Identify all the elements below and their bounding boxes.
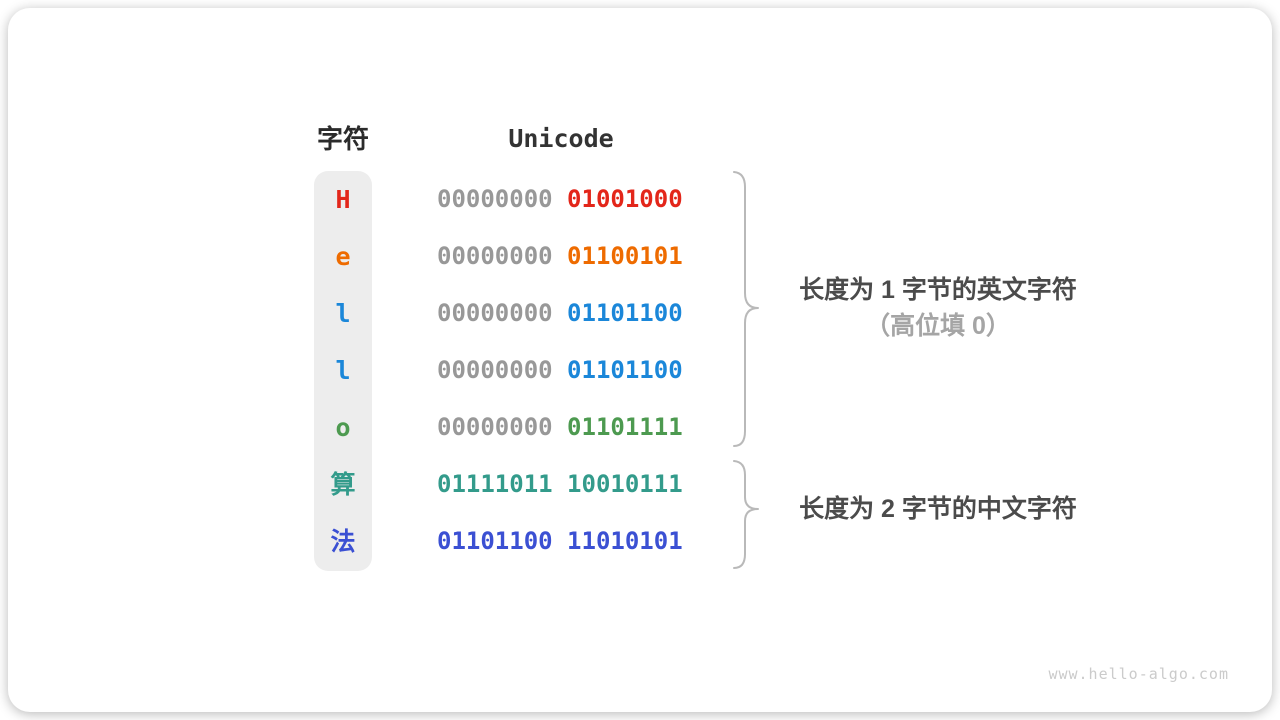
padding-bits: 00000000 <box>437 356 568 384</box>
code-bits: 01101100 <box>567 299 683 327</box>
table-row: H 00000000 01001000 <box>8 171 768 228</box>
diagram-card: 字符 Unicode H 00000000 01001000 e 0000000… <box>8 8 1272 712</box>
unicode-binary-cell: 00000000 01101100 <box>437 285 683 342</box>
unicode-binary-cell: 00000000 01101100 <box>437 342 683 399</box>
table-row: o 00000000 01101111 <box>8 399 768 456</box>
table-row: 算 01111011 10010111 <box>8 456 768 513</box>
table-row: 法 01101100 11010101 <box>8 513 768 570</box>
padding-bits: 00000000 <box>437 242 568 270</box>
unicode-binary-cell: 00000000 01001000 <box>437 171 683 228</box>
watermark-url: www.hello-algo.com <box>1048 665 1229 683</box>
character-cell: l <box>335 356 351 385</box>
character-cell: 算 <box>330 470 356 499</box>
annotation-2-byte-text: 长度为 2 字节的中文字符 <box>799 495 1077 523</box>
character-cell: e <box>335 242 351 271</box>
table-row: l 00000000 01101100 <box>8 285 768 342</box>
annotation-1-byte-subtext: （高位填 0） <box>865 312 1011 340</box>
character-cell: l <box>335 299 351 328</box>
character-cell: o <box>335 413 351 442</box>
annotation-1-byte: 长度为 1 字节的英文字符 （高位填 0） <box>773 274 1103 346</box>
char-column-header: 字符 <box>316 124 369 154</box>
padding-bits: 00000000 <box>437 299 568 327</box>
unicode-column-header: Unicode <box>508 124 614 153</box>
brace-group-2-byte <box>733 460 759 569</box>
brace-group-1-byte <box>733 171 759 447</box>
unicode-binary-cell: 00000000 01100101 <box>437 228 683 285</box>
padding-bits: 00000000 <box>437 413 568 441</box>
code-bits: 01101111 <box>567 413 683 441</box>
annotation-2-byte: 长度为 2 字节的中文字符 <box>773 493 1103 525</box>
code-bits: 01100101 <box>567 242 683 270</box>
code-bits: 01111011 10010111 <box>437 470 683 498</box>
unicode-binary-cell: 01101100 11010101 <box>437 513 683 570</box>
code-bits: 01001000 <box>567 185 683 213</box>
table-row: e 00000000 01100101 <box>8 228 768 285</box>
padding-bits: 00000000 <box>437 185 568 213</box>
char-column-background <box>314 171 372 571</box>
unicode-binary-cell: 00000000 01101111 <box>437 399 683 456</box>
unicode-binary-cell: 01111011 10010111 <box>437 456 683 513</box>
character-cell: H <box>335 185 351 214</box>
code-bits: 01101100 <box>567 356 683 384</box>
annotation-1-byte-text: 长度为 1 字节的英文字符 <box>799 276 1077 304</box>
table-row: l 00000000 01101100 <box>8 342 768 399</box>
character-cell: 法 <box>330 527 356 556</box>
code-bits: 01101100 11010101 <box>437 527 683 555</box>
